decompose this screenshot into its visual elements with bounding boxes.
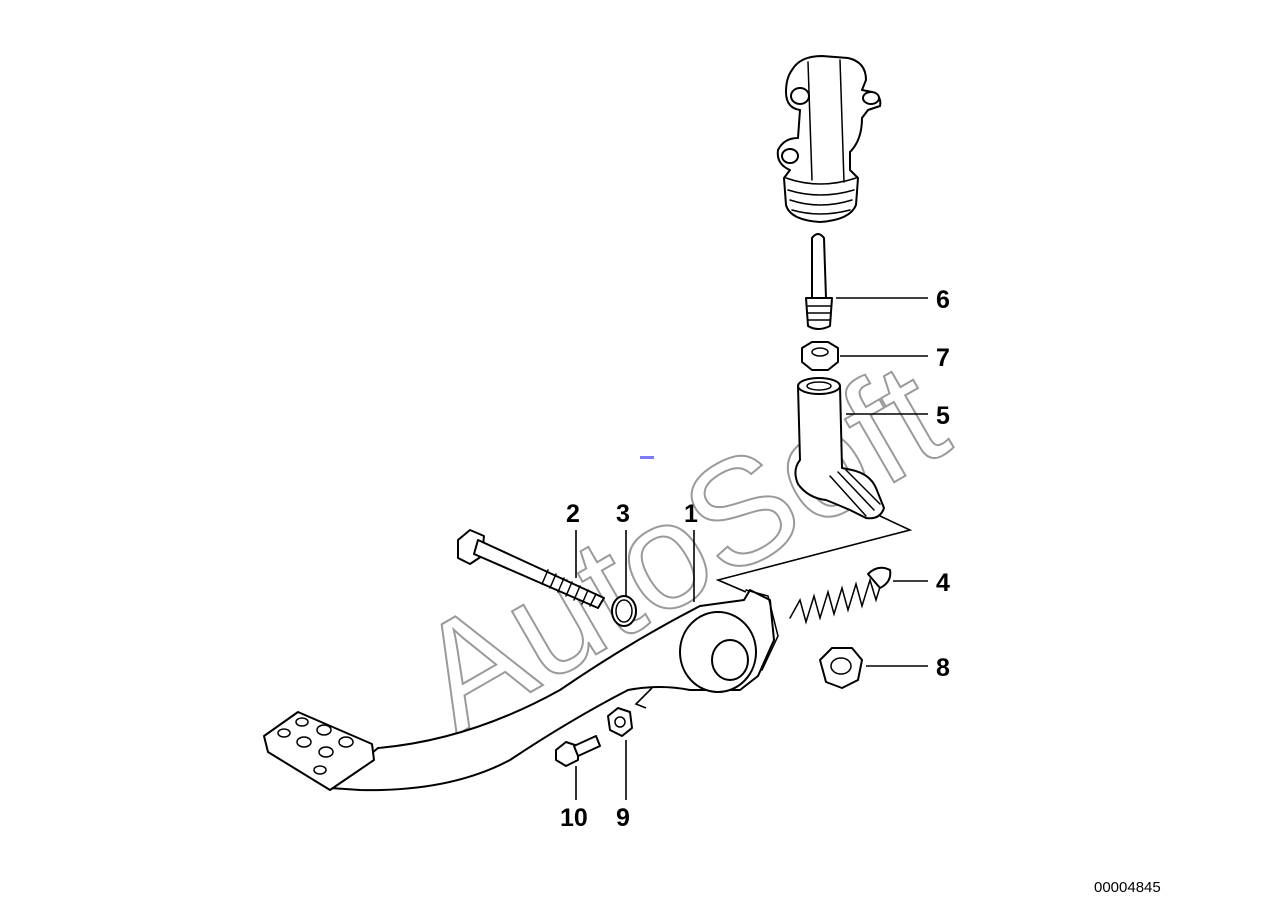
callout-9: 9 [616, 804, 630, 832]
small-bolt-part-10 [555, 735, 601, 767]
nut-part-7 [801, 341, 839, 371]
brake-pedal-part-1 [263, 589, 779, 792]
o-ring-part-3 [611, 595, 637, 627]
fork-head-part-5 [794, 377, 885, 520]
callout-3: 3 [616, 500, 630, 528]
callout-7: 7 [936, 344, 950, 372]
assembly-line-fork-to-pedal [715, 515, 913, 593]
marker-dash [640, 456, 654, 459]
callout-10: 10 [560, 804, 588, 832]
small-nut-part-9 [607, 707, 633, 737]
callout-5: 5 [936, 402, 950, 430]
hex-nut-part-8 [819, 647, 863, 689]
return-spring-part-4 [789, 566, 892, 625]
callout-6: 6 [936, 286, 950, 314]
bolt-part-2 [457, 529, 605, 609]
document-number: 00004845 [1094, 879, 1161, 896]
callout-4: 4 [936, 569, 950, 597]
callout-8: 8 [936, 654, 950, 682]
callout-2: 2 [566, 500, 580, 528]
master-cylinder [776, 55, 882, 223]
push-rod-part-6 [805, 233, 833, 330]
callout-1: 1 [684, 500, 698, 528]
assembly-line-nut-to-pedal [634, 687, 653, 709]
